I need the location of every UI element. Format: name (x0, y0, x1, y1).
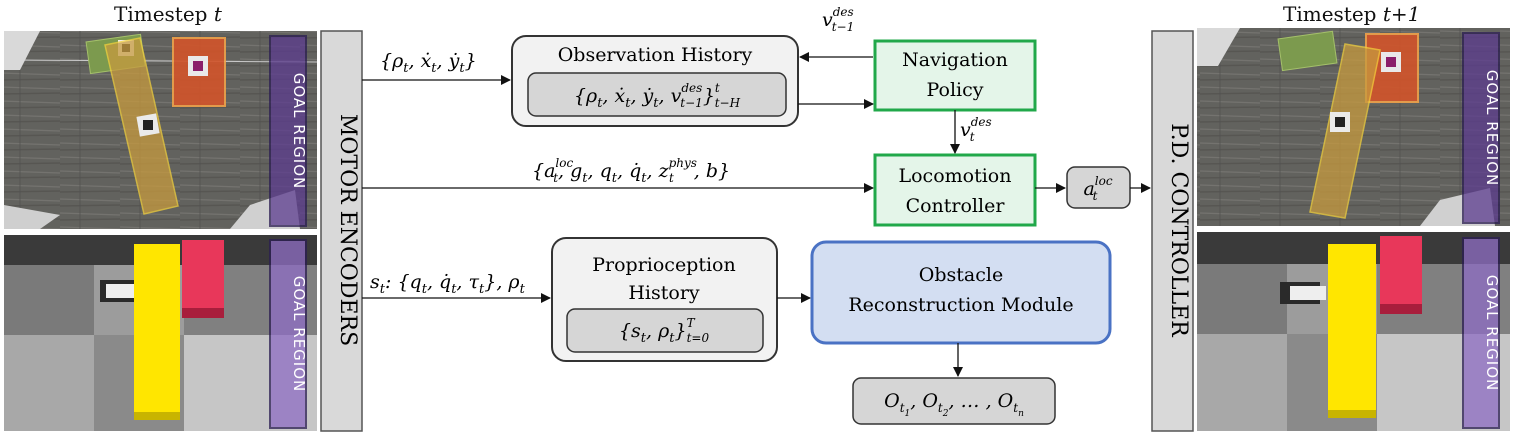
real-scene-image-left: GOAL REGION (3, 31, 318, 229)
obstacle-output-box: Ot1, Ot2, … , Otn (852, 377, 1056, 425)
goal-region-label: GOAL REGION (1483, 70, 1501, 187)
obstacle-reconstruction-line1: Obstacle (919, 264, 1003, 286)
pd-controller-bar (1151, 30, 1194, 432)
navigation-policy-box: Navigation Policy (873, 39, 1037, 112)
arrows (362, 52, 1151, 377)
navigation-policy-line1: Navigation (902, 49, 1008, 71)
locomotion-controller-line2: Controller (906, 195, 1006, 217)
obstacle-reconstruction-box: Obstacle Reconstruction Module (810, 240, 1112, 345)
svg-text:{st, ρt}Tt=0: {st, ρt}Tt=0 (619, 316, 710, 346)
navigation-policy-line2: Policy (927, 79, 984, 101)
sim-scene-image-right: GOAL REGION (1197, 232, 1510, 431)
locomotion-controller-box: Locomotion Controller (873, 153, 1037, 227)
real-scene-image-right: GOAL REGION (1197, 28, 1510, 226)
sim-scene-image-left: GOAL REGION (4, 235, 317, 431)
pd-controller-label: P.D. CONTROLLER (1166, 123, 1191, 338)
motor-encoders-label: MOTOR ENCODERS (335, 114, 360, 346)
proprioception-history-line1: Proprioception (592, 254, 736, 276)
goal-region-label: GOAL REGION (1483, 275, 1501, 392)
locomotion-controller-line1: Locomotion (899, 165, 1012, 187)
proprioception-input-formula: st: {qt, q̇t, τt}, ρt (370, 271, 526, 297)
obstacle-reconstruction-line2: Reconstruction Module (848, 294, 1073, 316)
observation-history-label: Observation History (558, 44, 753, 66)
timestep-t-title: Timestep t (114, 2, 222, 26)
timestep-t1-title: Timestep t+1 (1283, 2, 1421, 26)
goal-region-label: GOAL REGION (290, 73, 308, 190)
proprioception-history-line2: History (628, 282, 700, 304)
goal-region-label: GOAL REGION (290, 276, 308, 393)
motor-obs-formula: {ρt, ẋt, ẏt} (380, 50, 477, 76)
motor-encoders-bar (320, 30, 363, 432)
